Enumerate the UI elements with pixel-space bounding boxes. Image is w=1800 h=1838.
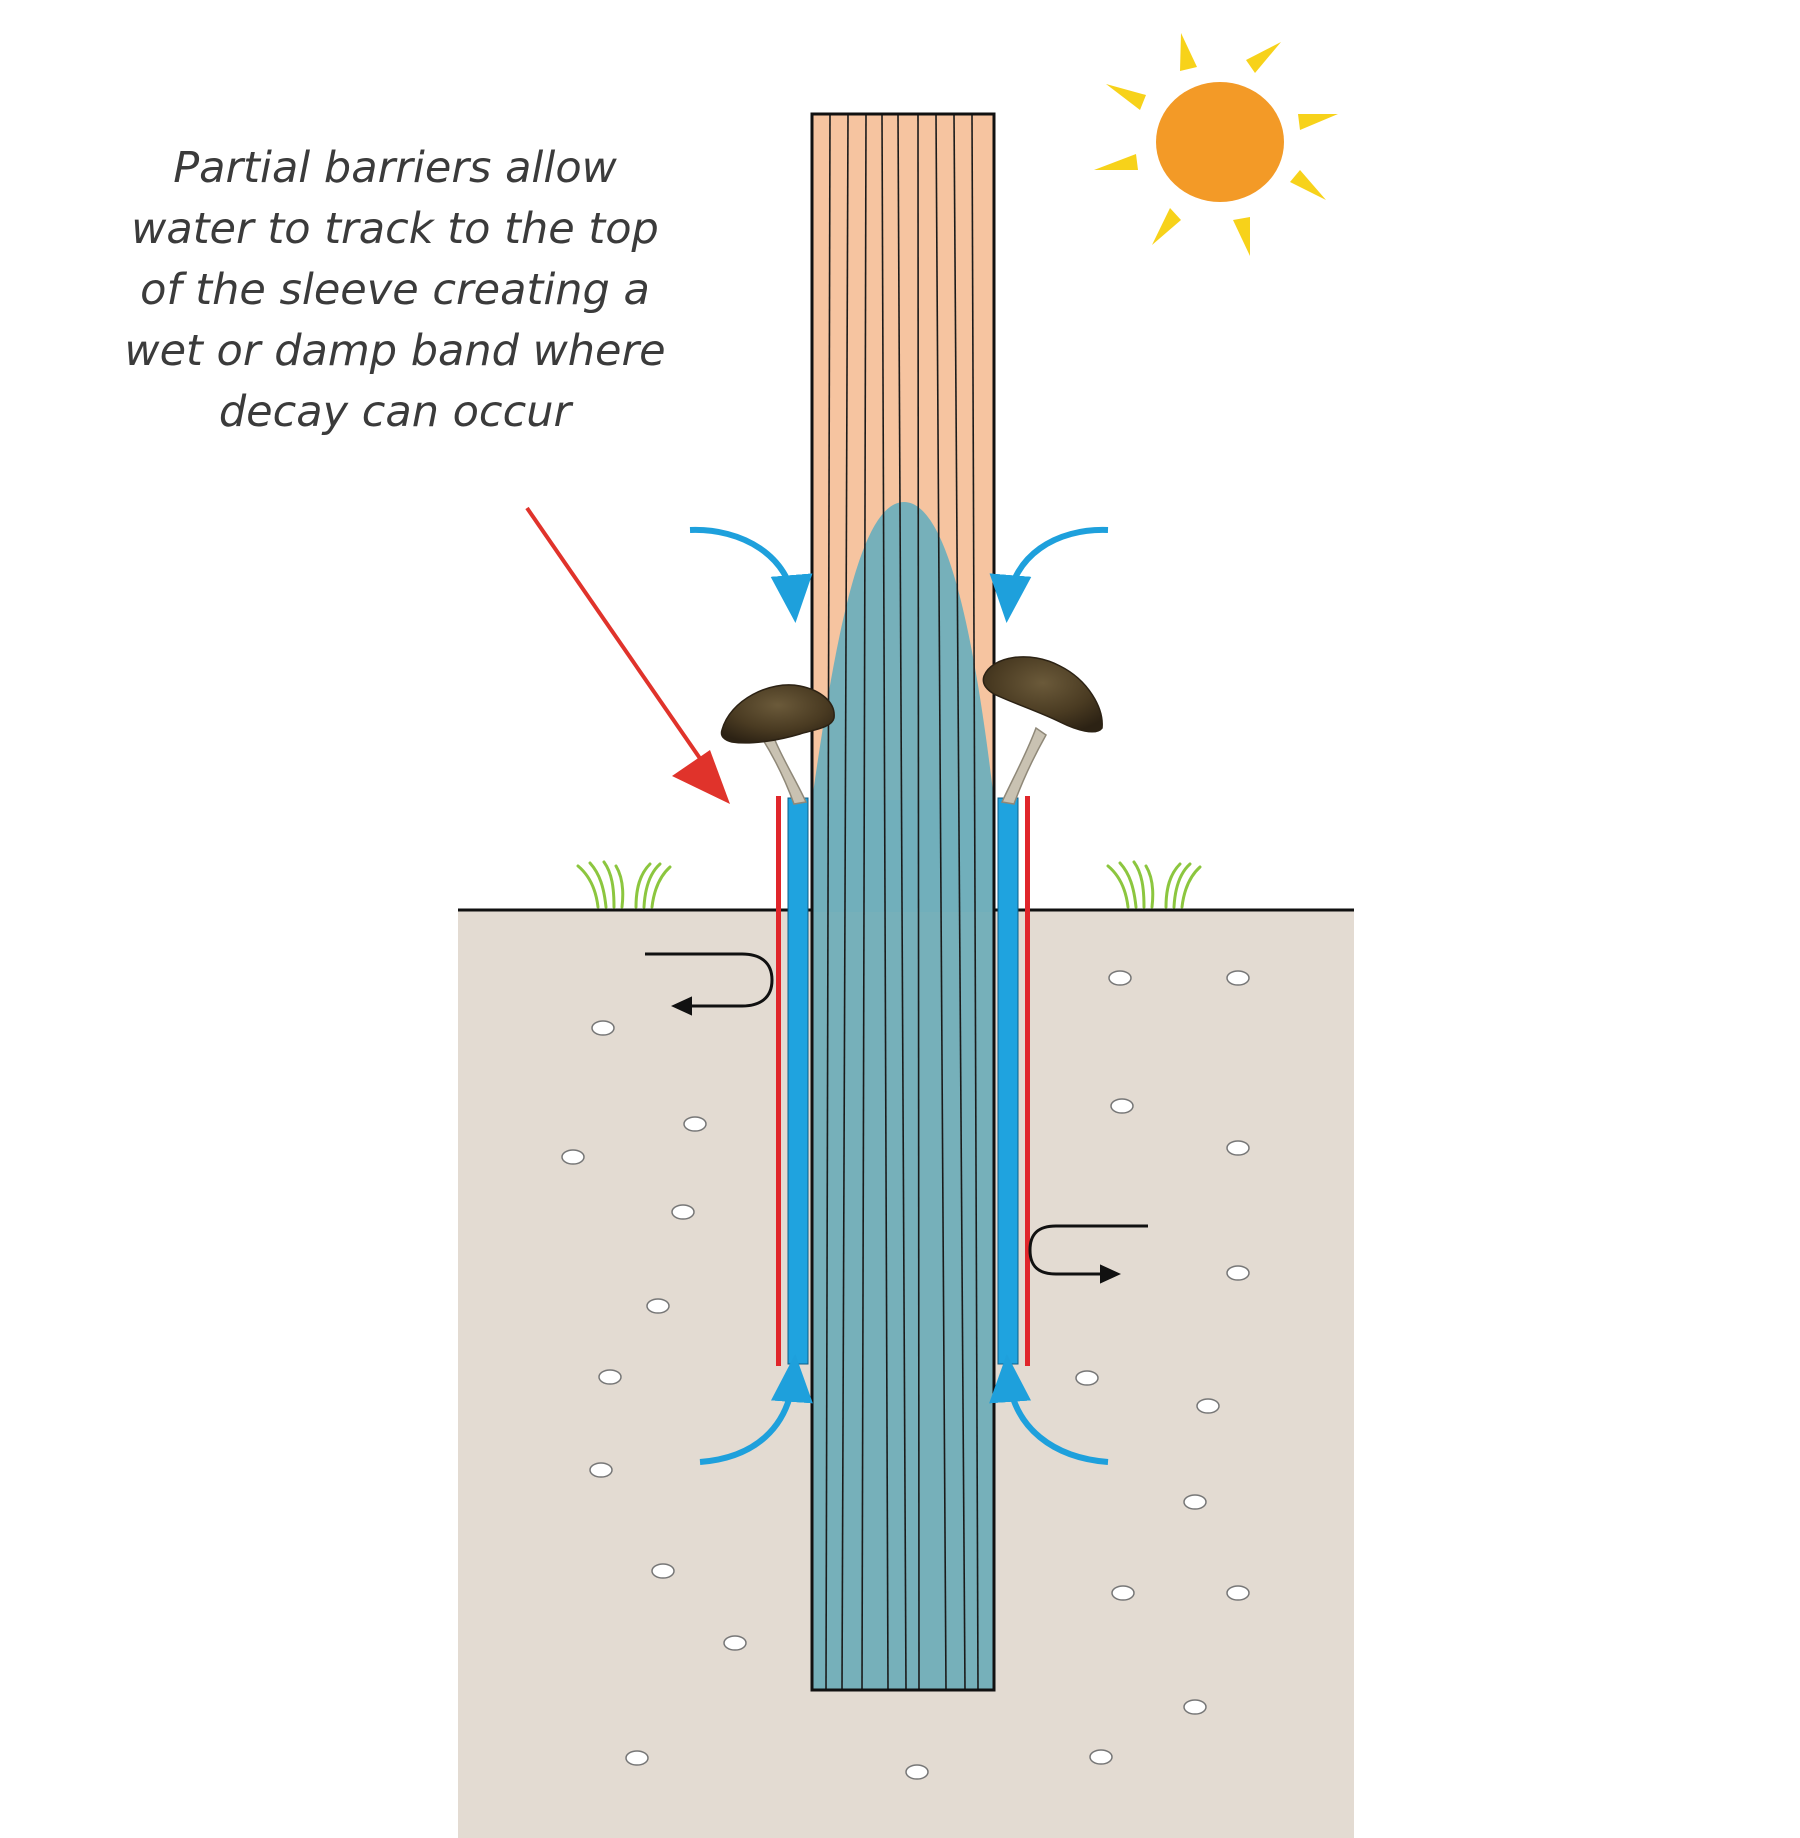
mushroom-icon <box>720 684 835 805</box>
sun-icon <box>1094 33 1338 256</box>
water-arrow-icon <box>689 526 1109 1465</box>
sleeve-outer-right <box>1025 796 1030 1366</box>
deflection-arrow-icon <box>645 952 1148 1284</box>
sleeve-inner-right <box>997 797 1019 1365</box>
mushroom-icon <box>982 656 1103 805</box>
callout-arrow-icon <box>525 506 730 804</box>
sleeve-outer-left <box>776 796 781 1366</box>
soil-pores <box>561 970 1250 1780</box>
sleeve-overlap-band <box>812 800 994 912</box>
grass-icon <box>576 860 672 909</box>
grass-icon <box>1106 860 1202 909</box>
wood-post <box>810 112 996 1692</box>
caption-text: Partial barriers allow water to track to… <box>124 143 666 437</box>
sleeve-inner-left <box>787 797 809 1365</box>
